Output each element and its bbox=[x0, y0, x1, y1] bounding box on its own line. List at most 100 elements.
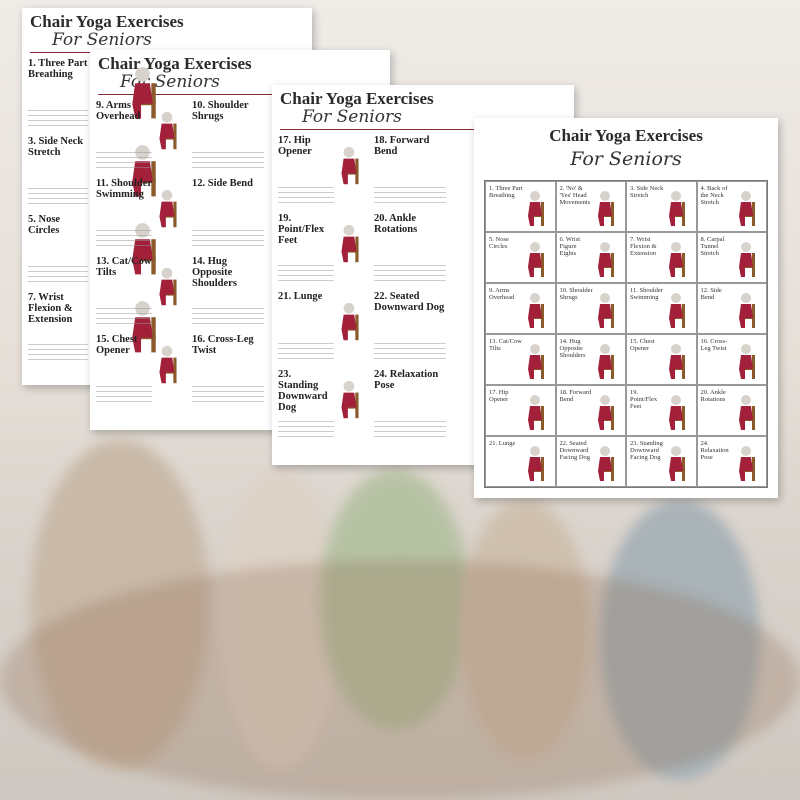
seated-senior-figure-icon bbox=[527, 242, 544, 277]
seated-senior-figure-icon bbox=[668, 191, 685, 226]
exercise-label: 6. Wrist Figure Eights bbox=[559, 236, 581, 258]
seated-senior-figure-icon bbox=[159, 111, 177, 150]
exercise-heading: 15. Chest Opener bbox=[96, 334, 138, 357]
exercise-instructions bbox=[278, 265, 334, 285]
exercise-instructions bbox=[28, 110, 88, 130]
exercise-label: 17. Hip Opener bbox=[489, 389, 509, 404]
exercise-label: 3. Side Neck Stretch bbox=[630, 185, 664, 200]
exercise-label: 4. Back of the Neck Stretch bbox=[700, 185, 728, 207]
exercise-heading: 16. Cross-Leg Twist bbox=[192, 334, 254, 357]
exercise-instructions bbox=[192, 152, 264, 172]
blurred-person bbox=[30, 440, 210, 770]
exercise-label: 7. Wrist Flexion & Extension bbox=[630, 236, 657, 258]
exercise-cell: 16. Cross-Leg Twist bbox=[696, 334, 767, 385]
seated-senior-figure-icon bbox=[527, 293, 544, 328]
seated-senior-figure-icon bbox=[739, 293, 755, 328]
seated-senior-figure-icon bbox=[132, 67, 156, 119]
poster-title: Chair Yoga Exercises bbox=[549, 126, 703, 145]
exercise-heading: 24. Relaxation Pose bbox=[374, 369, 439, 392]
exercise-heading: 18. Forward Bend bbox=[374, 135, 430, 158]
exercise-label: 18. Forward Bend bbox=[559, 389, 592, 404]
seated-senior-figure-icon bbox=[159, 345, 177, 384]
exercise-label: 14. Hug Opposite Shoulders bbox=[559, 338, 586, 360]
exercise-cell: 19. Point/Flex Feet bbox=[626, 385, 697, 436]
poster-title: Chair Yoga Exercises bbox=[30, 12, 184, 31]
exercise-heading: 21. Lunge bbox=[278, 291, 323, 302]
exercise-cell: 11. Shoulder Swimming bbox=[626, 283, 697, 334]
seated-senior-figure-icon bbox=[668, 293, 685, 328]
poster-title: Chair Yoga Exercises bbox=[98, 54, 252, 73]
poster-4-front: Chair Yoga Exercises For Seniors 1. Three… bbox=[474, 118, 778, 498]
poster-subtitle: For Seniors bbox=[570, 148, 682, 170]
exercise-instructions bbox=[96, 152, 152, 172]
exercise-cell: 18. Forward Bend bbox=[555, 385, 626, 436]
exercise-label: 12. Side Bend bbox=[700, 287, 722, 302]
exercise-heading: 20. Ankle Rotations bbox=[374, 213, 418, 236]
exercise-heading: 19. Point/Flex Feet bbox=[278, 213, 325, 247]
exercise-label: 5. Nose Circles bbox=[489, 236, 509, 251]
seated-senior-figure-icon bbox=[598, 242, 614, 277]
seated-senior-figure-icon bbox=[159, 189, 177, 228]
seated-senior-figure-icon bbox=[527, 344, 544, 379]
exercise-heading: 14. Hug Opposite Shoulders bbox=[192, 256, 237, 290]
exercise-label: 20. Ankle Rotations bbox=[700, 389, 726, 404]
exercise-instructions bbox=[192, 386, 264, 406]
exercise-cell: 12. Side Bend bbox=[696, 283, 767, 334]
poster-subtitle: For Seniors bbox=[52, 30, 152, 50]
exercise-heading: 9. Arms Overhead bbox=[96, 100, 141, 123]
blurred-person bbox=[320, 470, 470, 730]
blurred-person bbox=[600, 500, 760, 780]
exercise-cell: 24. Relaxation Pose bbox=[696, 436, 767, 487]
exercise-instructions bbox=[278, 187, 334, 207]
seated-senior-figure-icon bbox=[527, 446, 544, 481]
divider bbox=[280, 129, 566, 130]
exercise-cell: 15. Chest Opener bbox=[626, 334, 697, 385]
seated-senior-figure-icon bbox=[341, 224, 359, 263]
blurred-person bbox=[460, 500, 590, 760]
exercise-cell: 5. Nose Circles bbox=[485, 232, 556, 283]
exercise-instructions bbox=[28, 344, 88, 364]
exercise-cell: 9. Arms Overhead bbox=[485, 283, 556, 334]
seated-senior-figure-icon bbox=[668, 344, 685, 379]
seated-senior-figure-icon bbox=[159, 267, 177, 306]
exercise-cell: 22. Seated Downward Facing Dog bbox=[555, 436, 626, 487]
exercise-instructions bbox=[96, 308, 152, 328]
exercise-label: 9. Arms Overhead bbox=[489, 287, 515, 302]
exercise-heading: 5. Nose Circles bbox=[28, 214, 61, 237]
exercise-label: 8. Carpal Tunnel Stretch bbox=[700, 236, 725, 258]
exercise-instructions bbox=[96, 386, 152, 406]
seated-senior-figure-icon bbox=[598, 191, 614, 226]
blurred-chairs bbox=[0, 560, 800, 800]
seated-senior-figure-icon bbox=[668, 395, 685, 430]
exercise-cell: 6. Wrist Figure Eights bbox=[555, 232, 626, 283]
seated-senior-figure-icon bbox=[598, 395, 614, 430]
exercise-heading: 7. Wrist Flexion & Extension bbox=[28, 292, 73, 326]
seated-senior-figure-icon bbox=[341, 380, 359, 419]
exercise-cell: 3. Side Neck Stretch bbox=[626, 181, 697, 232]
exercise-instructions bbox=[278, 421, 334, 441]
exercise-label: 22. Seated Downward Facing Dog bbox=[559, 440, 591, 462]
exercise-cell: 4. Back of the Neck Stretch bbox=[696, 181, 767, 232]
seated-senior-figure-icon bbox=[668, 242, 685, 277]
exercise-label: 24. Relaxation Pose bbox=[700, 440, 729, 462]
exercise-heading: 3. Side Neck Stretch bbox=[28, 136, 84, 159]
exercise-cell: 10. Shoulder Shrugs bbox=[555, 283, 626, 334]
exercise-label: 2. 'No' & 'Yes' Head Movements bbox=[559, 185, 591, 207]
seated-senior-figure-icon bbox=[668, 446, 685, 481]
exercise-instructions bbox=[278, 343, 334, 363]
seated-senior-figure-icon bbox=[598, 344, 614, 379]
seated-senior-figure-icon bbox=[739, 191, 755, 226]
seated-senior-figure-icon bbox=[739, 395, 755, 430]
divider bbox=[98, 94, 382, 95]
exercise-heading: 23. Standing Downward Dog bbox=[278, 369, 328, 414]
exercise-heading: 13. Cat/Cow Tilts bbox=[96, 256, 152, 279]
exercise-label: 10. Shoulder Shrugs bbox=[559, 287, 593, 302]
seated-senior-figure-icon bbox=[598, 446, 614, 481]
exercise-label: 21. Lunge bbox=[489, 440, 516, 447]
exercise-heading: 1. Three Part Breathing bbox=[28, 58, 88, 81]
poster-title: Chair Yoga Exercises bbox=[280, 89, 434, 108]
seated-senior-figure-icon bbox=[527, 395, 544, 430]
exercise-heading: 11. Shoulder Swimming bbox=[96, 178, 152, 201]
exercise-label: 11. Shoulder Swimming bbox=[630, 287, 663, 302]
